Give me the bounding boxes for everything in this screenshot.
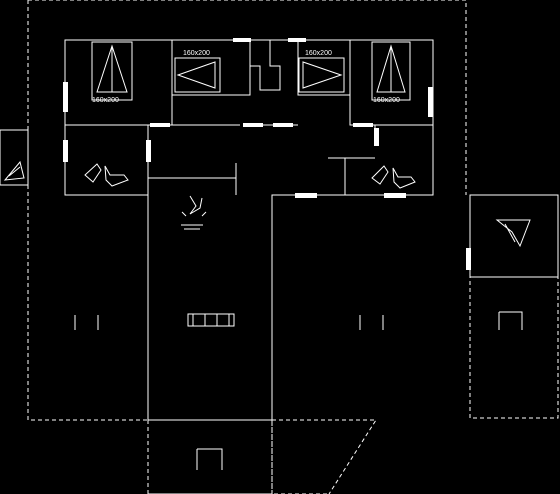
fireplace-icon [181,195,207,230]
window [63,82,68,112]
window [63,140,68,162]
sofa-icon [187,313,235,327]
bed-label: 160x200 [92,97,119,104]
living-partitions [147,140,375,420]
bed-1: 160x200 [91,41,133,104]
window [146,140,151,162]
bed-label: 160x200 [183,50,210,57]
bed-label: 160x200 [305,50,332,57]
window [295,193,317,198]
entry-box [147,419,273,494]
bed-2: 160x200 [174,50,221,93]
window [466,248,471,270]
window [384,193,406,198]
door-swing-icon [74,311,523,470]
annex-left [0,129,29,186]
shower-icon [3,160,25,181]
window [428,87,433,117]
window [353,123,373,127]
bench-icon [495,219,531,248]
window [273,123,293,127]
toilet-sink-icon [371,165,416,189]
bed-3: 160x200 [298,50,345,93]
window [288,38,306,42]
annex-right [469,194,559,278]
openings [63,38,471,270]
terrace-outline [27,0,559,494]
window [150,123,170,127]
window [233,38,251,42]
toilet-sink-icon [84,163,129,187]
bed-4: 160x200 [371,41,411,104]
bed-label: 160x200 [373,97,400,104]
window [374,128,379,146]
window [243,123,263,127]
